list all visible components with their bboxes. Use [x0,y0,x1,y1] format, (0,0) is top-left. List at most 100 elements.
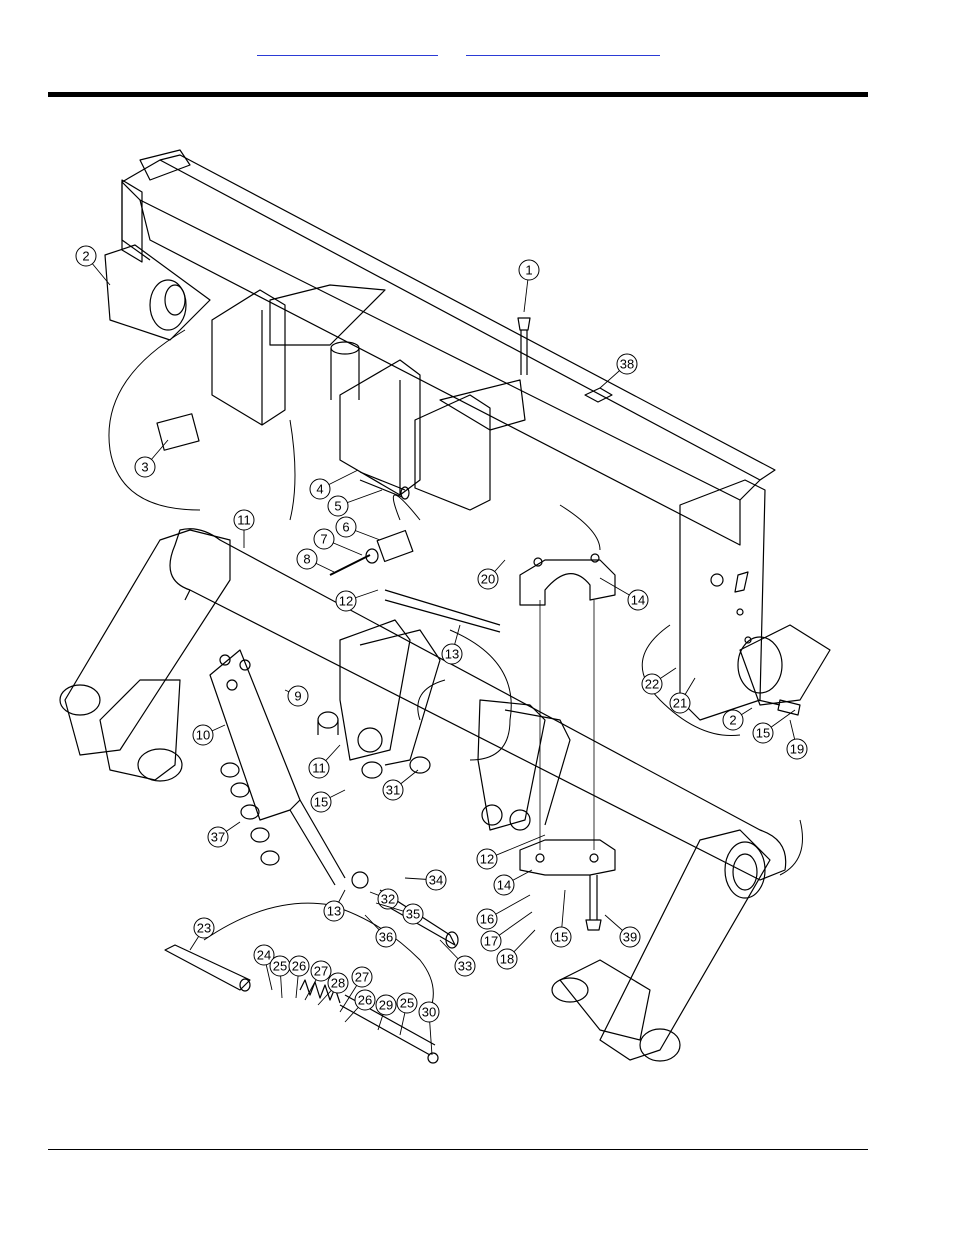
callout-number: 12 [480,852,494,867]
callout-number: 2 [82,249,89,264]
main-frame-beam [122,160,760,500]
callout-number: 18 [500,952,514,967]
callout-number: 24 [257,948,271,963]
callout-29: 29 [376,995,396,1030]
callout-number: 7 [320,532,327,547]
rod-tube [165,945,250,990]
callout-10: 10 [193,725,225,745]
callout-number: 26 [292,959,306,974]
callout-number: 25 [400,996,414,1011]
callout-number: 39 [623,930,637,945]
callout-15: 15 [551,890,571,947]
callout-11: 11 [234,510,254,548]
hose-center [290,420,295,520]
callout-number: 2 [729,713,736,728]
callout-number: 23 [197,921,211,936]
callout-number: 32 [381,892,395,907]
lift-link [210,650,300,820]
callout-36: 36 [365,915,396,947]
callout-39: 39 [605,915,640,947]
callout-23: 23 [190,918,214,950]
callout-number: 21 [673,696,687,711]
callout-6: 6 [336,517,380,540]
callout-18: 18 [497,930,535,969]
callout-number: 35 [406,907,420,922]
callout-number: 29 [379,998,393,1013]
callout-33: 33 [440,940,475,976]
callout-16: 16 [477,895,530,929]
callout-20: 20 [478,560,505,589]
callout-8: 8 [297,549,334,572]
nut-stack [221,763,279,865]
callout-number: 17 [484,934,498,949]
callout-12: 12 [336,590,378,611]
callout-number: 6 [342,520,349,535]
callout-number: 15 [756,726,770,741]
callout-number: 15 [554,930,568,945]
callout-number: 37 [211,830,225,845]
callout-number: 33 [458,959,472,974]
callout-number: 14 [631,593,645,608]
callout-15: 15 [753,710,795,743]
callout-30: 30 [419,1002,439,1055]
right-bearing [740,625,830,705]
callout-22: 22 [642,668,676,694]
callout-25: 25 [270,956,290,998]
callout-26: 26 [345,990,375,1022]
callout-number: 25 [273,959,287,974]
callout-3: 3 [135,440,168,477]
callout-number: 20 [481,572,495,587]
callout-14: 14 [494,870,532,895]
callout-32: 32 [370,889,398,909]
callout-9: 9 [285,686,308,706]
callout-number: 14 [497,878,511,893]
callout-number: 13 [445,647,459,662]
callout-number: 11 [237,513,251,528]
callout-number: 5 [334,499,341,514]
callout-number: 13 [327,904,341,919]
cross-member-3 [340,360,420,495]
callout-14: 14 [600,578,648,610]
cross-member-4 [415,395,490,510]
callout-11: 11 [309,745,340,778]
callout-37: 37 [208,822,240,847]
callout-2: 2 [723,708,752,730]
callout-number: 16 [480,912,494,927]
left-arm [65,530,230,755]
bearing-cap-upper [520,560,615,605]
callout-19: 19 [787,720,807,759]
callout-number: 15 [314,795,328,810]
bearing-cap-lower [520,840,615,875]
callout-number: 19 [790,742,804,757]
callout-4: 4 [310,470,358,499]
cross-member-5 [440,380,525,430]
callout-number: 26 [358,993,372,1008]
callout-number: 3 [141,460,148,475]
callout-number: 31 [386,783,400,798]
callout-number: 4 [316,482,323,497]
callout-21: 21 [670,678,695,713]
callout-number: 8 [303,552,310,567]
callout-number: 28 [331,976,345,991]
cross-member-1 [212,290,285,425]
callout-31: 31 [383,770,418,800]
callout-2: 2 [76,246,110,285]
callout-number: 36 [379,930,393,945]
callout-number: 27 [355,970,369,985]
callout-number: 38 [620,357,634,372]
callout-number: 1 [525,263,532,278]
hose-left [109,330,200,510]
callout-12: 12 [477,835,545,869]
callout-layer: 1223456789101111121213131414151515161718… [76,246,807,1055]
callout-5: 5 [328,490,382,516]
callout-number: 12 [339,594,353,609]
callout-34: 34 [405,870,446,890]
callout-number: 9 [294,689,301,704]
callout-number: 10 [196,728,210,743]
callout-26: 26 [289,956,309,998]
callout-number: 30 [422,1005,436,1020]
callout-15: 15 [311,790,345,812]
callout-25: 25 [397,993,417,1035]
center-post-top [331,342,359,354]
